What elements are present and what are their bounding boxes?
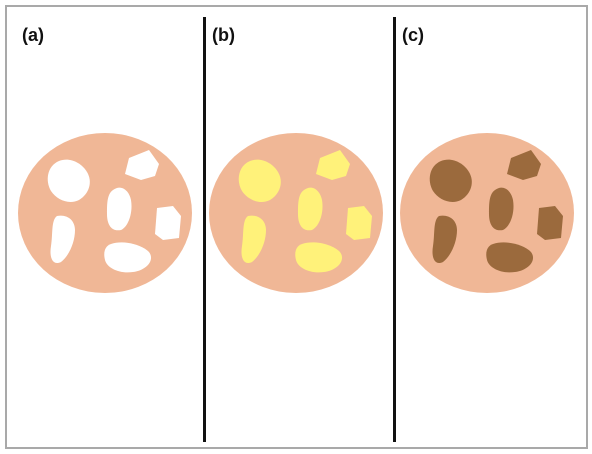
particle-c-5	[537, 206, 563, 240]
panel-a-diagram	[18, 133, 192, 293]
panel-c-diagram	[400, 133, 574, 293]
particle-b-5	[346, 206, 372, 240]
particle-a-2	[125, 150, 159, 180]
particle-a-5	[155, 206, 181, 240]
particle-c-2	[507, 150, 541, 180]
particle-b-4	[241, 215, 266, 264]
particle-b-2	[316, 150, 350, 180]
particle-c-4	[432, 215, 457, 264]
particle-c-6	[486, 242, 534, 273]
particle-a-3	[107, 187, 132, 231]
particle-b-3	[298, 187, 323, 231]
particle-a-4	[50, 215, 75, 264]
divider-bc	[393, 17, 396, 442]
panel-label-a: (a)	[22, 25, 44, 45]
panel-b-diagram	[209, 133, 383, 293]
panel-label-c: (c)	[402, 25, 424, 45]
particles-b	[238, 150, 372, 273]
particle-b-1	[238, 159, 281, 202]
divider-ab	[203, 17, 206, 442]
particle-b-6	[295, 242, 343, 273]
particle-c-3	[489, 187, 514, 231]
particles-c	[429, 150, 563, 273]
particle-a-6	[104, 242, 152, 273]
particle-c-1	[429, 159, 472, 202]
particles-a	[47, 150, 181, 273]
panel-label-b: (b)	[212, 25, 235, 45]
particle-a-1	[47, 159, 90, 202]
